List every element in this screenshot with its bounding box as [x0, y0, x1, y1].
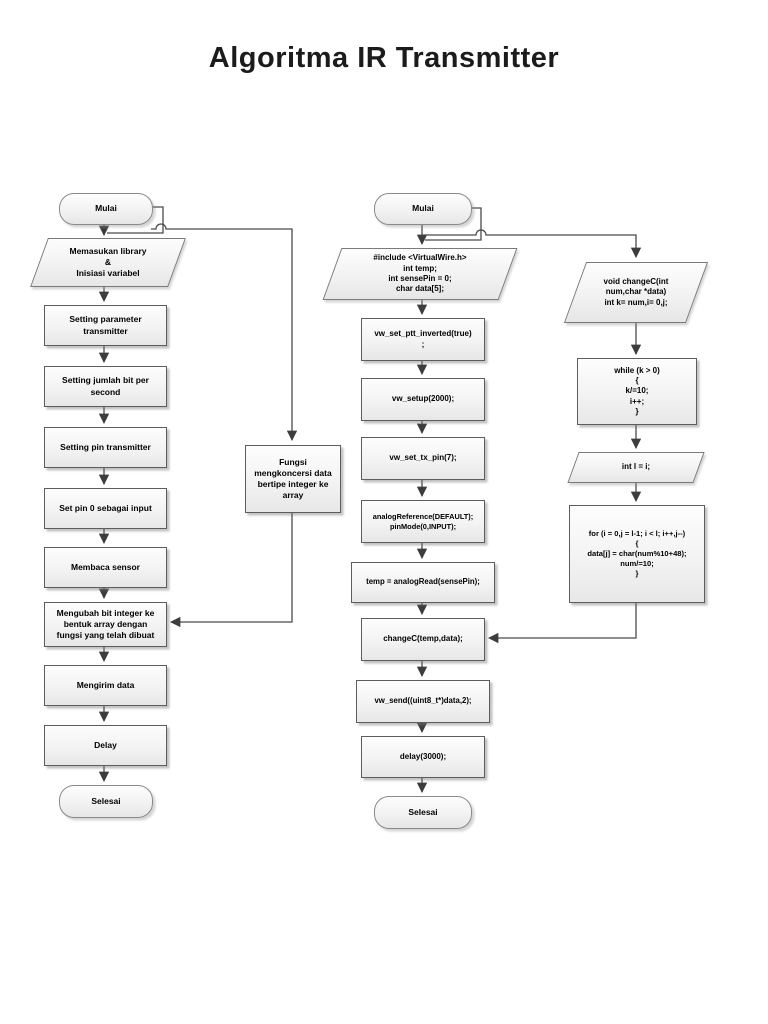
flow-step-vw-set-ptt-inverted: vw_set_ptt_inverted(true) ; — [361, 318, 485, 361]
flow-step-mengubah-bit-label: Mengubah bit integer ke bentuk array den… — [56, 607, 155, 641]
flow-step-membaca-sensor: Membaca sensor — [44, 547, 167, 588]
flow-step-analog-reference: analogReference(DEFAULT); pinMode(0,INPU… — [361, 500, 485, 543]
flow-step-vw-setup-label: vw_setup(2000); — [391, 394, 455, 404]
flow-step-mengubah-bit: Mengubah bit integer ke bentuk array den… — [44, 602, 167, 647]
flow-step-changec-call-label: changeC(temp,data); — [383, 634, 463, 644]
flow-step-changec-call: changeC(temp,data); — [361, 618, 485, 661]
flow-step-set-pin0-input-label: Set pin 0 sebagai input — [59, 502, 152, 513]
flow-note-fungsi-label: Fungsi mengkoncersi data bertipe integer… — [254, 456, 332, 501]
flow-step-mengirim-data-label: Mengirim data — [76, 679, 135, 690]
flow-input-changec-def-label: void changeC(int num,char *data) int k= … — [603, 276, 669, 307]
flow-step-analog-reference-label: analogReference(DEFAULT); pinMode(0,INPU… — [372, 511, 474, 531]
flow-step-vw-send: vw_send((uint8_t*)data,2); — [356, 680, 490, 723]
flow-note-fungsi: Fungsi mengkoncersi data bertipe integer… — [245, 445, 341, 513]
flow-step-vw-send-label: vw_send((uint8_t*)data,2); — [374, 696, 472, 706]
flow-step-setting-pin: Setting pin transmitter — [44, 427, 167, 468]
flow-step-mengirim-data: Mengirim data — [44, 665, 167, 706]
flow-start-left-label: Mulai — [95, 203, 117, 214]
flow-step-vw-set-tx-pin-label: vw_set_tx_pin(7); — [389, 453, 457, 463]
flow-step-vw-set-ptt-inverted-label: vw_set_ptt_inverted(true) ; — [374, 329, 472, 349]
flow-end-middle: Selesai — [374, 796, 472, 829]
flow-end-left-label: Selesai — [91, 795, 121, 806]
flow-step-temp-analogread: temp = analogRead(sensePin); — [351, 562, 495, 603]
flow-step-vw-setup: vw_setup(2000); — [361, 378, 485, 421]
flow-step-while-loop: while (k > 0) { k/=10; i++; } — [577, 358, 697, 425]
flow-step-while-loop-label: while (k > 0) { k/=10; i++; } — [614, 365, 660, 417]
flow-input-include: #include <VirtualWire.h> int temp; int s… — [322, 248, 518, 300]
flow-step-setting-parameter: Setting parameter transmitter — [44, 305, 167, 346]
flow-end-left: Selesai — [59, 785, 153, 818]
flow-end-middle-label: Selesai — [408, 806, 438, 817]
flow-step-membaca-sensor-label: Membaca sensor — [71, 561, 140, 572]
flow-step-delay: Delay — [44, 725, 167, 766]
flow-input-library: Memasukan library & Inisiasi variabel — [30, 238, 186, 287]
flow-step-for-loop-label: for (i = 0,j = l-1; i < l; i++,j--) { da… — [587, 529, 687, 578]
flow-start-middle-label: Mulai — [412, 203, 434, 214]
flow-step-int-l: int l = i; — [566, 452, 706, 483]
flow-step-set-pin0-input: Set pin 0 sebagai input — [44, 488, 167, 529]
flow-step-setting-jumlah-bit: Setting jumlah bit per second — [44, 366, 167, 407]
flow-step-delay-3000-label: delay(3000); — [399, 751, 447, 761]
flow-start-middle: Mulai — [374, 193, 472, 225]
flow-step-vw-set-tx-pin: vw_set_tx_pin(7); — [361, 437, 485, 480]
flow-step-int-l-label: int l = i; — [621, 462, 651, 472]
flow-input-changec-def: void changeC(int num,char *data) int k= … — [563, 262, 709, 323]
flow-step-temp-analogread-label: temp = analogRead(sensePin); — [366, 577, 480, 587]
flow-step-delay-label: Delay — [94, 739, 117, 750]
flow-step-setting-pin-label: Setting pin transmitter — [60, 441, 151, 452]
page-title: Algoritma IR Transmitter — [208, 42, 560, 74]
flow-step-setting-jumlah-bit-label: Setting jumlah bit per second — [62, 375, 149, 397]
flow-start-left: Mulai — [59, 193, 153, 225]
flow-step-for-loop: for (i = 0,j = l-1; i < l; i++,j--) { da… — [569, 505, 705, 603]
flow-input-include-label: #include <VirtualWire.h> int temp; int s… — [373, 253, 467, 294]
flow-input-library-label: Memasukan library & Inisiasi variabel — [69, 245, 147, 279]
flow-step-setting-parameter-label: Setting parameter transmitter — [69, 314, 142, 336]
flow-step-delay-3000: delay(3000); — [361, 736, 485, 778]
